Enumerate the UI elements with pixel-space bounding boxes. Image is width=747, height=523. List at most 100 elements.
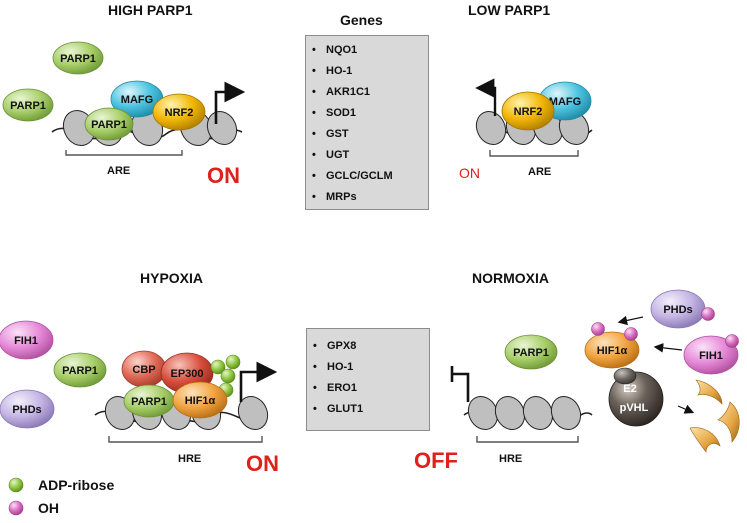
gene-name: SOD1 [326,107,356,119]
degradation-arrow [677,404,695,414]
legend-oh-marker [8,500,24,516]
svg-text:PARP1: PARP1 [131,396,167,408]
legend-label-oh: OH [38,500,59,516]
hre-bracket-left [108,436,263,443]
svg-text:NRF2: NRF2 [165,107,194,119]
bullet-icon: • [312,107,316,119]
cbp-hypoxia: CBP [121,350,167,388]
svg-text:HIF1α: HIF1α [597,345,628,357]
svg-text:HIF1α: HIF1α [185,395,216,407]
are-label-right: ARE [528,166,552,178]
svg-text:PHDs: PHDs [663,304,692,316]
gene-name: AKR1C1 [326,86,371,98]
gene-name: NQO1 [326,44,358,56]
svg-text:E2: E2 [623,383,636,395]
gene-item: • NQO1 [306,40,428,61]
gene-name: MRPs [326,191,357,203]
state-off-normoxia: OFF [414,448,458,473]
fih1-hydroxylation-arrow [653,343,683,353]
gene-item: • AKR1C1 [306,82,428,103]
hif1a-hydroxylated: HIF1α [584,322,640,369]
dna-strand-normoxia [463,395,593,431]
are-bracket-left [65,150,183,156]
fih1-free-hypoxia: FIH1 [0,320,54,360]
bullet-icon: • [313,403,317,415]
bullet-icon: • [313,361,317,373]
gene-item: • MRPs [306,187,428,208]
high-parp1-title: HIGH PARP1 [108,2,193,18]
parp1-free-1: PARP1 [52,41,104,75]
transcription-arrow-low-parp1 [475,78,497,116]
bullet-icon: • [312,149,316,161]
bullet-icon: • [312,65,316,77]
phds-free-hypoxia: PHDs [0,389,55,429]
nrf2-bound-high: NRF2 [152,93,206,131]
phds-normoxia: PHDs [650,289,715,329]
fih1-normoxia: FIH1 [683,334,739,375]
hypoxia-gene-name: GPX8 [327,340,357,352]
hypoxia-gene-item: •ERO1 [307,378,429,399]
gene-name: HO-1 [326,65,353,77]
gene-item: • GST [306,124,428,145]
state-on-low-parp1: ON [459,165,480,181]
svg-text:MAFG: MAFG [121,94,153,106]
svg-text:CBP: CBP [132,364,155,376]
hre-label-right: HRE [499,453,523,465]
degraded-fragments [689,379,740,453]
gene-name: UGT [326,149,350,161]
svg-text:FIH1: FIH1 [14,335,38,347]
transcription-arrow-hypoxia [239,361,278,402]
transcription-arrow-high-parp1 [214,81,246,124]
hre-label-left: HRE [178,453,202,465]
bullet-icon: • [312,86,316,98]
state-on-high-parp1: ON [207,163,240,188]
normoxia-title: NORMOXIA [472,270,549,286]
bullet-icon: • [313,382,317,394]
pvhl-complex: E2 pVHL [608,367,664,427]
svg-text:MAFG: MAFG [549,96,581,108]
parp1-free-normoxia: PARP1 [504,334,558,370]
svg-text:FIH1: FIH1 [699,350,723,362]
parp1-bound-high: PARP1 [84,107,134,141]
genes-list: • NQO1 • HO-1 • AKR1C1 • SOD1 • GST • UGT •GCLC/GCLM… [306,40,428,208]
nrf2-bound-low: NRF2 [501,91,555,131]
hypoxia-gene-item: • GPX8 [307,336,429,357]
state-on-hypoxia: ON [246,451,279,476]
repression-symbol-normoxia [450,366,470,402]
svg-text:NRF2: NRF2 [514,106,543,118]
mafg-bound-high: MAFG [110,80,164,118]
gene-item: • UGT [306,145,428,166]
gene-name: GST [326,128,349,140]
bullet-icon: • [312,128,316,140]
svg-text:PHDs: PHDs [12,404,41,416]
hypoxia-gene-name: GLUT1 [327,403,364,415]
hypoxia-gene-item: • HO-1 [307,357,429,378]
genes-box-nrf2: • NQO1 • HO-1 • AKR1C1 • SOD1 • GST • UGT •GCLC/GCLM… [305,35,429,210]
svg-text:PARP1: PARP1 [91,119,127,131]
svg-text:EP300: EP300 [170,368,203,380]
hre-bracket-right [476,436,579,443]
hypoxia-gene-name: HO-1 [327,361,354,373]
bullet-icon: • [313,340,317,352]
genes-title: Genes [340,12,383,28]
are-label-left: ARE [107,165,131,177]
bullet-icon: • [312,44,316,56]
bullet-icon: • [312,191,316,203]
phds-hydroxylation-arrow [617,315,644,326]
hypoxia-gene-item: • GLUT1 [307,399,429,420]
hif1a-bound-hypoxia: HIF1α [172,381,228,419]
svg-text:PARP1: PARP1 [10,100,46,112]
svg-text:PARP1: PARP1 [513,347,549,359]
gene-item: •GCLC/GCLM [306,166,428,187]
legend-label-adp-ribose: ADP-ribose [38,477,115,493]
low-parp1-title: LOW PARP1 [468,2,551,18]
parp1-free-hypoxia: PARP1 [53,352,107,388]
adp-ribose-cluster [210,354,241,398]
genes-box-hif1a: •GPX8•HO-1•ERO1•GLUT1 [306,328,430,431]
legend-adp-ribose-marker [8,477,24,493]
parp1-bound-hypoxia: PARP1 [123,384,175,418]
bullet-icon: • [312,170,316,182]
svg-text:pVHL: pVHL [620,402,649,414]
